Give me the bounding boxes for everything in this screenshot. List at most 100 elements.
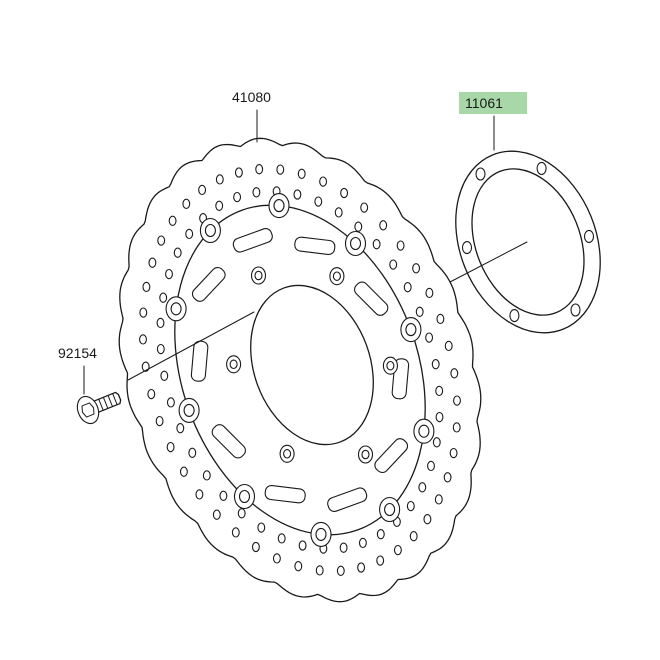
perforation-hole: [159, 292, 168, 303]
perforation-hole: [376, 555, 385, 566]
perforation-hole: [294, 561, 303, 572]
float-button-center: [405, 323, 417, 337]
disc-wave-edge: [118, 137, 482, 603]
perforation-hole: [237, 508, 246, 519]
gasket-bolt-hole: [475, 167, 486, 181]
perforation-hole: [252, 187, 261, 198]
label-41080: 41080: [232, 89, 271, 105]
float-button-center: [183, 403, 195, 417]
callout-92154: 92154: [58, 345, 97, 395]
perforation-hole: [272, 553, 281, 564]
float-button-center: [170, 302, 182, 316]
perforation-hole: [215, 200, 224, 211]
thread-2: [102, 396, 109, 409]
hub-bolt-hole-inner: [332, 271, 341, 281]
perforation-hole: [443, 472, 452, 483]
perforation-hole: [315, 565, 324, 576]
perforation-hole: [376, 529, 385, 540]
perforation-hole: [251, 541, 260, 553]
perforation-hole: [425, 332, 434, 343]
carrier-slots: [190, 228, 410, 512]
perforation-hole: [293, 189, 302, 200]
hub-bolt-hole-inner: [283, 449, 292, 459]
perforation-hole: [412, 263, 421, 274]
gasket-bolt-hole: [461, 241, 473, 255]
perforation-hole: [434, 494, 443, 505]
disc-hub-bore: [250, 284, 374, 446]
perforation-hole: [393, 544, 402, 556]
perforation-hole: [148, 257, 157, 268]
bolt-socket: [81, 402, 95, 418]
brake-disc: [118, 137, 482, 603]
perforation-hole: [173, 247, 182, 258]
perforation-hole: [436, 313, 445, 325]
perforation-hole: [339, 542, 348, 553]
perforation-hole: [257, 522, 266, 533]
carrier-slot: [211, 424, 246, 459]
perforation-hole: [450, 368, 459, 379]
perforation-hole: [360, 202, 369, 213]
carrier-slot: [374, 438, 409, 474]
perforation-hole: [212, 509, 221, 520]
perforation-hole: [435, 411, 444, 423]
float-button-center: [418, 424, 430, 438]
perforation-hole: [219, 490, 228, 501]
thread-3: [107, 394, 114, 408]
perforation-hole: [157, 235, 166, 246]
gasket-inner: [471, 168, 585, 316]
gasket-ring: [449, 150, 601, 334]
float-button-center: [384, 502, 396, 517]
perforation-hole: [444, 340, 453, 352]
float-button-center: [273, 199, 285, 213]
perforation-hole: [198, 184, 207, 196]
label-92154: 92154: [58, 345, 97, 361]
perforation-hole: [185, 228, 194, 240]
hub-bolt-hole-inner: [386, 360, 395, 371]
perforation-hole: [372, 239, 381, 250]
bolt-center-line: [127, 311, 255, 381]
label-11061: 11061: [465, 95, 503, 111]
carrier-slot: [264, 484, 306, 504]
perforation-hole: [340, 187, 349, 199]
carrier-slot: [327, 487, 368, 512]
perforation-hole: [427, 460, 435, 472]
perforation-hole: [165, 268, 173, 280]
carrier-slot: [191, 266, 226, 302]
perforation-hole: [215, 174, 224, 185]
perforation-hole: [147, 388, 156, 400]
perforation-hole: [452, 422, 461, 433]
perforation-hole: [425, 287, 434, 299]
callout-41080: 41080: [232, 89, 271, 143]
perforation-hole: [314, 196, 323, 207]
float-button-center: [349, 236, 362, 251]
float-button-center: [315, 527, 327, 541]
perforation-hole: [231, 527, 240, 538]
gasket-bolt-hole: [536, 161, 547, 175]
perforation-hole: [432, 437, 441, 448]
perforation-hole: [179, 466, 188, 477]
perforation-hole: [195, 489, 204, 500]
perforation-hole: [418, 482, 427, 493]
carrier-slot: [354, 281, 389, 316]
perforation-hole: [415, 306, 424, 317]
gasket-bolt-hole: [509, 309, 520, 323]
highlight-11061: [459, 92, 527, 114]
perforation-hole: [255, 164, 264, 175]
perforation-hole: [336, 565, 345, 576]
perforation-hole: [297, 168, 306, 179]
perforation-hole: [166, 441, 175, 453]
perforation-hole: [182, 198, 191, 209]
perforation-hole: [160, 370, 169, 381]
gasket-bolt-hole: [583, 229, 595, 243]
callout-11061: 11061: [459, 92, 527, 151]
perforation-hole: [298, 540, 307, 551]
gasket-outer: [455, 150, 601, 334]
float-button-center: [204, 223, 216, 238]
perforation-hole: [379, 220, 388, 231]
flange-bolt: [76, 391, 122, 425]
perforation-hole: [357, 562, 366, 573]
disc-perforations: [139, 164, 461, 576]
hub-bolt-hole-inner: [254, 270, 263, 281]
hub-bolt-hole-inner: [229, 359, 238, 370]
